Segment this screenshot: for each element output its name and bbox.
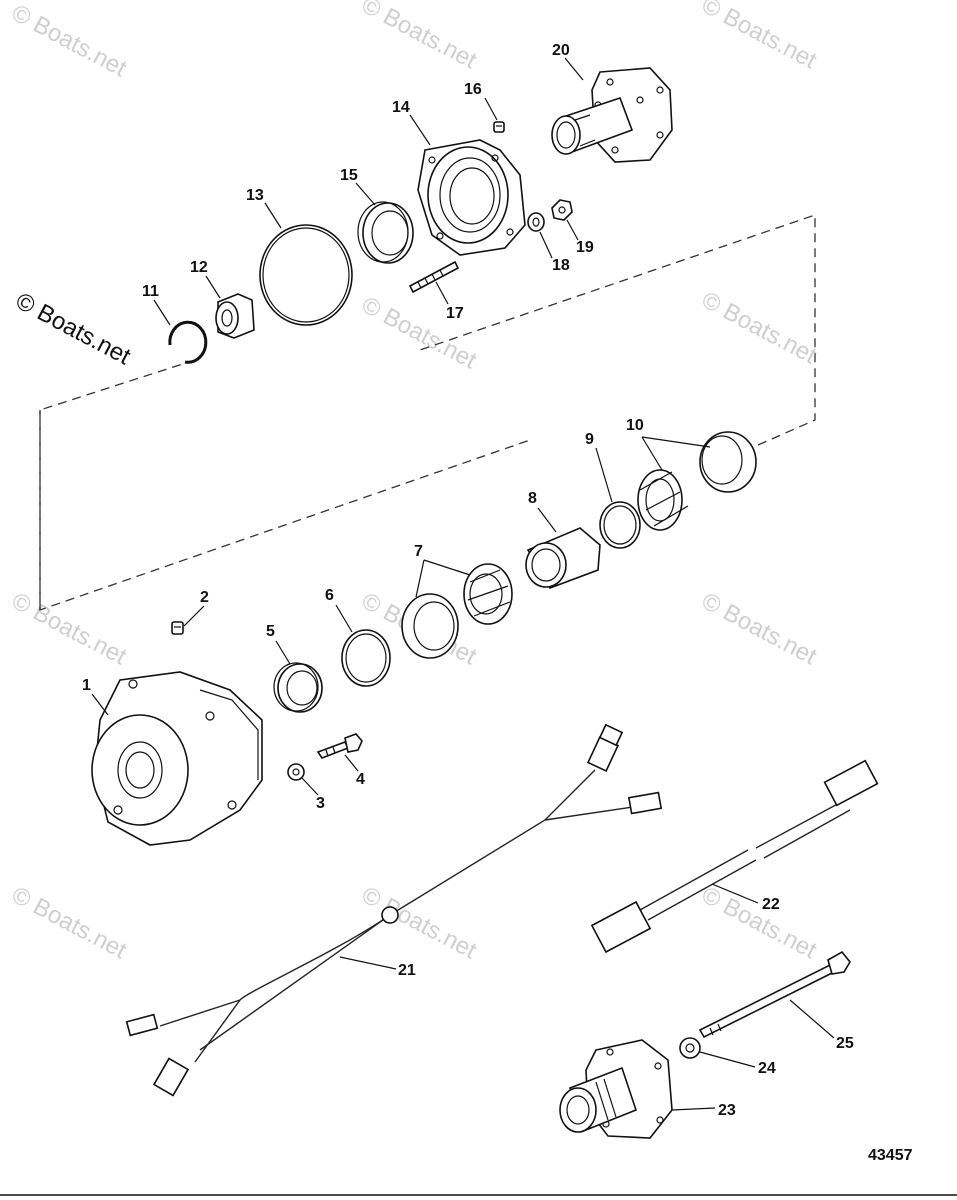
leader-15 [355,182,376,206]
watermark: © Boats.net [697,286,821,369]
callout-20: 20 [552,42,570,59]
part-2-screw [171,621,184,635]
leader-22 [711,883,759,904]
callout-13: 13 [246,187,264,204]
callout-9: 9 [585,431,594,448]
leader-2 [183,605,205,627]
callout-2: 2 [200,589,209,606]
callout-25: 25 [836,1035,854,1052]
watermark: © Boats.net [697,881,821,964]
leader-11 [153,299,171,326]
watermark: © Boats.net [697,587,821,670]
leader-21 [339,956,397,970]
callout-19: 19 [576,239,594,256]
callout-12: 12 [190,259,208,276]
part-25-long-bolt [698,950,851,1039]
watermark: © Boats.net [357,0,481,74]
part-18-washer [527,212,545,232]
leader-3 [301,777,319,796]
leader-5 [275,640,291,665]
part-3-washer [287,763,305,781]
drawing-number: 43457 [868,1147,913,1164]
part-12-bushing [215,293,255,339]
part-13-oring [259,224,353,326]
leader-12 [205,275,221,299]
callout-5: 5 [266,623,275,640]
part-17-stud [408,260,460,294]
callout-24: 24 [758,1060,776,1077]
part-16-screw [493,121,505,133]
part-15-seal [357,201,414,264]
leader-19 [566,219,579,241]
watermark: © Boats.net [7,0,131,82]
part-22-cable [590,759,879,954]
leader-23 [671,1107,716,1111]
watermark: © Boats.net [357,291,481,374]
part-6-oring [341,629,391,687]
part-9-ring [599,501,641,549]
leader-7b [415,559,425,598]
callout-8: 8 [528,490,537,507]
part-20-flange-shaft [551,67,673,163]
callout-18: 18 [552,257,570,274]
callout-21: 21 [398,962,416,979]
callout-3: 3 [316,795,325,812]
leader-10b [641,436,663,471]
part-5-seal [273,662,323,713]
leader-17 [435,281,449,305]
assembly-dashed-outline [39,359,531,611]
callout-6: 6 [325,587,334,604]
watermark: © Boats.net [697,0,821,74]
callout-23: 23 [718,1102,736,1119]
leader-14 [409,114,431,146]
leader-7a [423,559,471,576]
callout-15: 15 [340,167,358,184]
leader-6 [335,604,353,633]
part-14-housing [417,139,526,256]
leader-25 [789,999,835,1039]
leader-1 [91,693,109,716]
leader-24 [699,1051,756,1068]
callout-22: 22 [762,896,780,913]
leader-16 [484,97,498,121]
callout-14: 14 [392,99,410,116]
leader-9 [595,447,613,503]
watermark-dark: © Boats.net [11,287,135,370]
callout-10: 10 [626,417,644,434]
part-8-sleeve [525,527,601,589]
callout-16: 16 [464,81,482,98]
leader-4 [344,754,359,772]
part-4-bolt [316,733,363,759]
leader-10a [641,436,711,448]
callout-1: 1 [82,677,91,694]
part-7-bearing [401,563,513,659]
callout-17: 17 [446,305,464,322]
part-10-bearing [637,431,757,531]
leader-20 [564,57,584,81]
callout-11: 11 [142,283,159,300]
watermark: © Boats.net [357,881,481,964]
part-19-nut [551,199,573,221]
part-21-wiring-harness [125,723,663,1097]
part-24-washer [679,1037,701,1059]
callout-7: 7 [414,543,423,560]
part-23-splined-flange [559,1039,673,1139]
watermark: © Boats.net [7,881,131,964]
callout-4: 4 [356,771,365,788]
part-1-housing [91,671,263,846]
part-11-snap-ring [168,320,208,364]
leader-8 [537,507,557,533]
leader-18 [539,231,553,259]
assembly-dashed-outline-right [419,214,816,446]
leader-13 [264,202,282,229]
